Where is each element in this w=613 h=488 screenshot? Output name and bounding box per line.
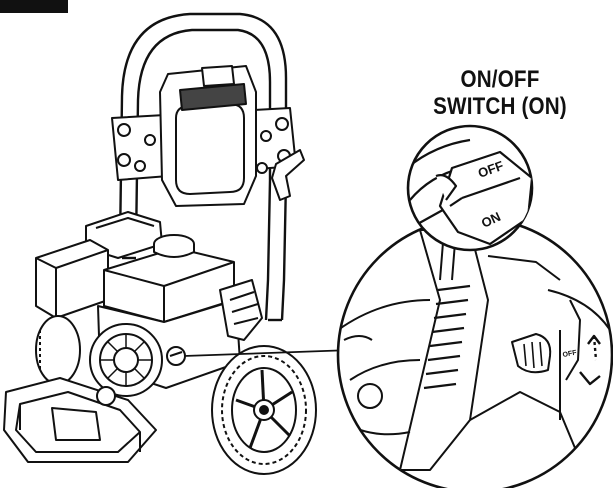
switch-on-label: ON (479, 209, 503, 231)
callout-title: ON/OFF SWITCH (ON) (400, 66, 600, 120)
frame-handle (118, 12, 288, 322)
callout-title-line2: SWITCH (ON) (433, 93, 567, 120)
engine (35, 211, 263, 397)
switch-closeup: OFF ON (406, 124, 534, 252)
control-panel (111, 65, 305, 207)
callout-title-line1: ON/OFF (460, 66, 540, 93)
corner-tab (0, 0, 68, 13)
detail-magnifier: OFF (336, 216, 613, 488)
detail-off-label: OFF (562, 350, 578, 359)
right-wheel (211, 345, 317, 475)
left-wheel-base (3, 315, 157, 463)
